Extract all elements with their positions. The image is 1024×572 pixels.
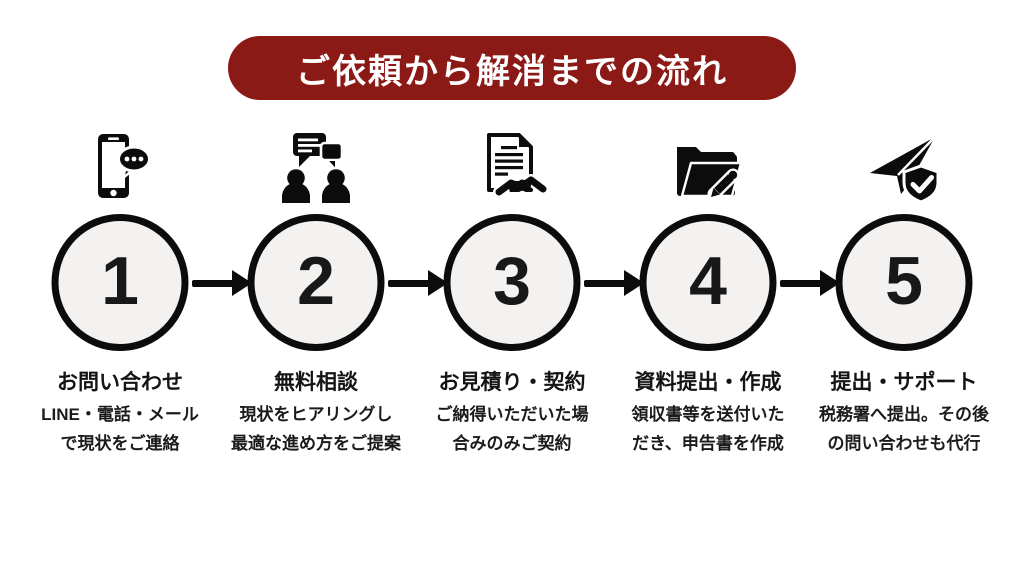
step-4-documents: 4 資料提出・作成 領収書等を送付いた だき、申告書を作成 <box>610 132 806 472</box>
step-5-title: 提出・サポート <box>830 371 978 394</box>
step-3-description: ご納得いただいた場 合みのみご契約 <box>435 405 589 453</box>
step-2-number-circle: 2 <box>247 214 385 351</box>
step-1-number-circle: 1 <box>51 214 189 351</box>
step-2-title: 無料相談 <box>274 371 358 394</box>
step-3-number-circle: 3 <box>443 214 581 351</box>
step-4-description: 領収書等を送付いた だき、申告書を作成 <box>631 405 785 453</box>
step-1-title: お問い合わせ <box>57 371 183 394</box>
step-number: 4 <box>689 242 727 319</box>
contract-handshake-icon <box>473 132 551 204</box>
flow-arrow-2 <box>388 270 448 296</box>
step-2-consultation: 2 無料相談 現状をヒアリングし 最適な進め方をご提案 <box>218 132 414 472</box>
paper-plane-shield-icon <box>865 132 943 204</box>
step-number: 1 <box>101 242 139 319</box>
step-5-number-circle: 5 <box>835 214 973 351</box>
page-title: ご依頼から解消までの流れ <box>296 52 728 91</box>
step-2-description: 現状をヒアリングし 最適な進め方をご提案 <box>231 405 401 453</box>
flow-arrow-1 <box>192 270 252 296</box>
step-3-contract: 3 お見積り・契約 ご納得いただいた場 合みのみご契約 <box>414 132 610 472</box>
step-4-title: 資料提出・作成 <box>634 371 782 394</box>
step-number: 3 <box>493 242 531 319</box>
step-5-submission: 5 提出・サポート 税務署へ提出。その後 の問い合わせも代行 <box>806 132 1002 472</box>
smartphone-chat-icon <box>81 132 159 204</box>
step-5-description: 税務署へ提出。その後 の問い合わせも代行 <box>819 405 989 453</box>
flow-arrow-3 <box>584 270 644 296</box>
step-1-description: LINE・電話・メール で現状をご連絡 <box>41 405 199 453</box>
step-1-inquiry: 1 お問い合わせ LINE・電話・メール で現状をご連絡 <box>22 132 218 472</box>
step-number: 2 <box>297 242 335 319</box>
title-banner: ご依頼から解消までの流れ <box>228 36 796 100</box>
consultation-people-icon <box>277 132 355 204</box>
step-3-title: お見積り・契約 <box>438 371 586 394</box>
flow-arrow-4 <box>780 270 840 296</box>
step-number: 5 <box>885 242 923 319</box>
folder-pencil-icon <box>669 132 747 204</box>
step-4-number-circle: 4 <box>639 214 777 351</box>
